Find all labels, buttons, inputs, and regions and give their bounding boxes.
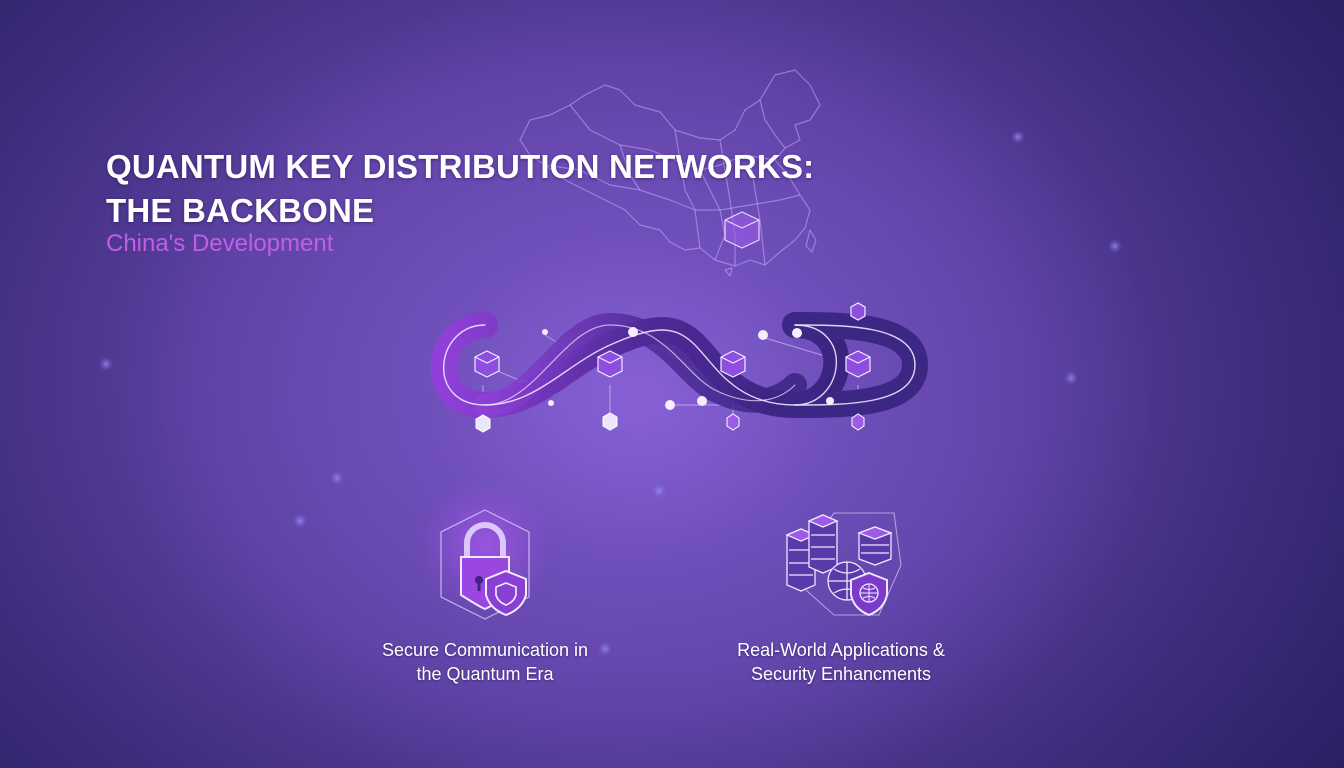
server-rack-3 xyxy=(856,525,893,566)
feature-icon-wrap xyxy=(360,480,610,628)
feature-label-line-1: Real-World Applications & xyxy=(737,640,945,660)
feature-label-line-2: Security Enhancments xyxy=(750,664,932,684)
feature-icon-wrap xyxy=(716,498,966,626)
slide-subtitle: China's Development xyxy=(106,230,334,257)
chain-cube-node-2 xyxy=(597,350,623,378)
glow-particle xyxy=(1064,371,1078,385)
glow-particle xyxy=(330,471,344,485)
quantum-chain-icon xyxy=(430,302,929,433)
glow-particle xyxy=(598,642,612,656)
title-line-1: QUANTUM KEY DISTRIBUTION NETWORKS: xyxy=(106,148,815,185)
glow-particle xyxy=(293,514,307,528)
chain-cube-node-3 xyxy=(720,350,746,378)
glow-particle xyxy=(652,484,666,498)
map-cube-node xyxy=(724,211,760,249)
lock-shield-icon xyxy=(440,508,530,620)
chain-cube-node-1 xyxy=(474,350,500,378)
slide-title: QUANTUM KEY DISTRIBUTION NETWORKS: THE B… xyxy=(106,145,814,233)
servers-globe-shield-icon xyxy=(784,511,902,616)
feature-label-line-1: Secure Communication in xyxy=(381,640,589,660)
feature-secure-communication: Secure Communication in the Quantum Era xyxy=(360,480,610,686)
server-rack-2 xyxy=(806,513,839,574)
feature-label-line-2: the Quantum Era xyxy=(416,664,554,684)
glow-particle xyxy=(1011,130,1025,144)
feature-label: Real-World Applications & Security Enhan… xyxy=(716,638,966,686)
feature-label: Secure Communication in the Quantum Era xyxy=(360,638,610,686)
chain-cube-node-4 xyxy=(845,350,871,378)
glow-particle xyxy=(99,357,113,371)
title-line-2: THE BACKBONE xyxy=(106,192,375,229)
china-map-icon xyxy=(519,69,821,277)
feature-real-world-applications: Real-World Applications & Security Enhan… xyxy=(716,498,966,686)
glow-particle xyxy=(1108,239,1122,253)
chain-cube-node-top xyxy=(850,302,866,321)
